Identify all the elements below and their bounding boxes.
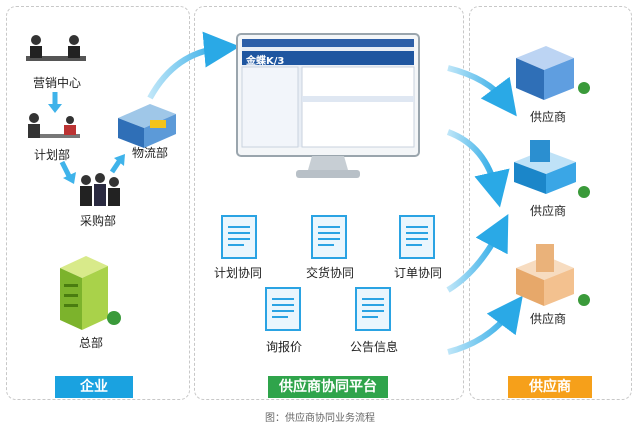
supplier-building-icon-3 [516, 244, 590, 306]
arrow-supplier-4 [447, 295, 523, 355]
supplier-label-1: 供应商 [530, 110, 567, 124]
monitor-icon [236, 33, 420, 178]
platform-tag: 供应商协同平台 [268, 376, 388, 398]
plan-collab-doc-icon [221, 215, 257, 259]
arrow-supplier-3 [446, 214, 509, 293]
enterprise-tag: 企业 [55, 376, 133, 398]
module-plan: 计划协同 [214, 266, 263, 280]
module-inquiry: 询报价 [266, 340, 303, 354]
supplier-building-icon-2 [514, 140, 590, 198]
flow-arrow-1 [48, 92, 62, 113]
flow-arrow-3 [109, 154, 125, 174]
module-notice: 公告信息 [350, 340, 399, 354]
dept-logistics: 物流部 [132, 146, 169, 160]
dept-purchasing: 采购部 [80, 214, 117, 228]
supplier-label-2: 供应商 [530, 204, 567, 218]
headquarters-building-icon [60, 256, 121, 330]
supplier-building-icon-1 [516, 46, 590, 100]
dept-headquarters: 总部 [79, 336, 104, 350]
delivery-collab-doc-icon [311, 215, 347, 259]
order-collab-doc-icon [399, 215, 435, 259]
arrow-supplier-1 [447, 65, 517, 117]
module-delivery: 交货协同 [306, 266, 355, 280]
notice-doc-icon [355, 287, 391, 331]
arrow-to-platform [147, 31, 240, 100]
screen-brand: 金蝶K/3 [246, 56, 285, 67]
module-order: 订单协同 [394, 266, 443, 280]
flow-arrow-2 [59, 160, 76, 184]
supplier-label-3: 供应商 [530, 312, 567, 326]
planning-people-icon [28, 113, 80, 138]
dept-planning: 计划部 [34, 148, 71, 162]
purchasing-people-icon [80, 173, 120, 206]
logistics-building-icon [118, 104, 176, 148]
figure-caption: 图：供应商协同业务流程 [265, 413, 375, 424]
supplier-tag: 供应商 [508, 376, 592, 398]
dept-marketing: 营销中心 [33, 76, 82, 90]
inquiry-doc-icon [265, 287, 301, 331]
arrow-supplier-2 [446, 129, 510, 208]
marketing-people-icon [26, 35, 86, 61]
